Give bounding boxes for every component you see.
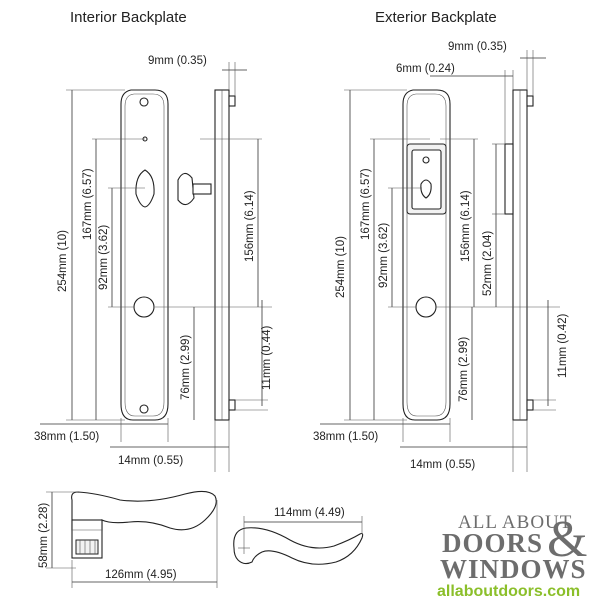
dim-width: 38mm (1.50) bbox=[34, 431, 99, 443]
ext-dim-lever-to-bottom: 76mm (2.99) bbox=[458, 337, 470, 402]
ext-dim-spindle-to-cylinder: 167mm (6.57) bbox=[360, 168, 372, 240]
lever-dim-height: 58mm (2.28) bbox=[38, 503, 50, 568]
logo-url: allaboutdoors.com bbox=[437, 583, 580, 600]
exterior-title: Exterior Backplate bbox=[375, 9, 497, 26]
ext-dim-overall-height: 254mm (10) bbox=[335, 236, 347, 298]
ext-dim-window-offset: 6mm (0.24) bbox=[396, 63, 455, 75]
ext-dim-width: 38mm (1.50) bbox=[313, 431, 378, 443]
lever-dim-length: 126mm (4.95) bbox=[105, 569, 177, 581]
interior-title: Interior Backplate bbox=[70, 9, 187, 26]
thumbturn-opening bbox=[135, 169, 155, 208]
logo-line1: ALL ABOUT bbox=[458, 512, 572, 533]
interior-dimensions: 9mm (0.35) 254mm (10) 167mm (6.57) 92mm … bbox=[34, 55, 273, 472]
dim-side-height: 156mm (6.14) bbox=[244, 190, 256, 262]
dim-cylinder-to-lever: 92mm (3.62) bbox=[98, 225, 110, 290]
logo-ampersand: & bbox=[547, 511, 587, 568]
interior-backplate-side bbox=[214, 89, 236, 421]
ext-dim-top-offset: 9mm (0.35) bbox=[448, 41, 507, 53]
lever-side-view bbox=[71, 490, 217, 559]
exterior-dimensions: 9mm (0.35) 6mm (0.24) 254mm (10) 167mm (… bbox=[313, 41, 569, 472]
thumbturn-side bbox=[177, 172, 212, 206]
logo-windows: WINDOWS bbox=[440, 554, 587, 584]
lever-top-view bbox=[233, 527, 364, 565]
logo-doors: DOORS bbox=[442, 528, 543, 558]
exterior-backplate-front bbox=[402, 89, 451, 421]
exterior-lever-hole bbox=[415, 296, 437, 318]
interior-backplate-front bbox=[120, 89, 169, 421]
ext-dim-side-height: 156mm (6.14) bbox=[460, 190, 472, 262]
cylinder-opening bbox=[420, 179, 432, 199]
exterior-backplate-side bbox=[504, 89, 534, 421]
dim-top-offset: 9mm (0.35) bbox=[148, 55, 207, 67]
ext-dim-depth: 14mm (0.55) bbox=[410, 459, 475, 471]
dim-spindle-to-cylinder: 167mm (6.57) bbox=[82, 168, 94, 240]
lever-top-dimensions: 114mm (4.49) bbox=[243, 507, 363, 542]
dim-depth: 14mm (0.55) bbox=[118, 455, 183, 467]
dim-overall-height: 254mm (10) bbox=[57, 230, 69, 292]
ext-dim-window-height: 52mm (2.04) bbox=[482, 231, 494, 296]
brand-logo: ALL ABOUT DOORS & WINDOWS allaboutdoors.… bbox=[437, 511, 587, 600]
lever-dim-projection: 114mm (4.49) bbox=[274, 507, 345, 519]
lever-dimensions: 58mm (2.28) 126mm (4.95) bbox=[38, 491, 218, 588]
lever-hole bbox=[133, 296, 155, 318]
top-screw-hole bbox=[139, 97, 149, 107]
ext-dim-cylinder-to-lever: 92mm (3.62) bbox=[378, 223, 390, 288]
dim-lever-to-bottom: 76mm (2.99) bbox=[180, 335, 192, 400]
ext-dim-bottom-offset: 11mm (0.42) bbox=[557, 313, 569, 378]
dim-bottom-offset: 11mm (0.44) bbox=[261, 325, 273, 390]
bottom-screw-hole bbox=[139, 404, 149, 414]
